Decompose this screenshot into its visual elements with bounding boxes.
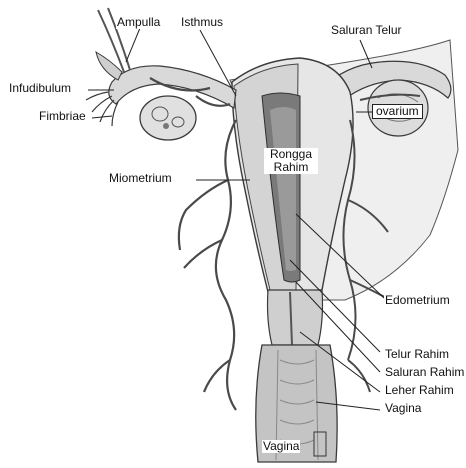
label-miometrium: Miometrium bbox=[108, 172, 173, 185]
label-vagina-right: Vagina bbox=[384, 402, 422, 415]
label-fimbriae: Fimbriae bbox=[38, 110, 87, 123]
cervix bbox=[268, 290, 323, 345]
label-rongga-rahim-line2: Rahim bbox=[265, 161, 317, 174]
label-rongga-rahim: Rongga Rahim bbox=[264, 148, 318, 174]
label-isthmus: Isthmus bbox=[180, 16, 224, 29]
label-telur-rahim: Telur Rahim bbox=[384, 348, 450, 361]
label-ovarium: ovarium bbox=[372, 104, 423, 119]
label-vagina-bottom: Vagina bbox=[262, 440, 300, 453]
label-saluran-rahim: Saluran Rahim bbox=[384, 366, 465, 379]
label-ampulla: Ampulla bbox=[116, 16, 161, 29]
label-infudibulum: Infudibulum bbox=[8, 82, 72, 95]
label-leher-rahim: Leher Rahim bbox=[384, 384, 455, 397]
label-saluran-telur: Saluran Telur bbox=[330, 24, 403, 37]
label-edometrium: Edometrium bbox=[384, 294, 451, 307]
left-ovary bbox=[140, 96, 196, 140]
